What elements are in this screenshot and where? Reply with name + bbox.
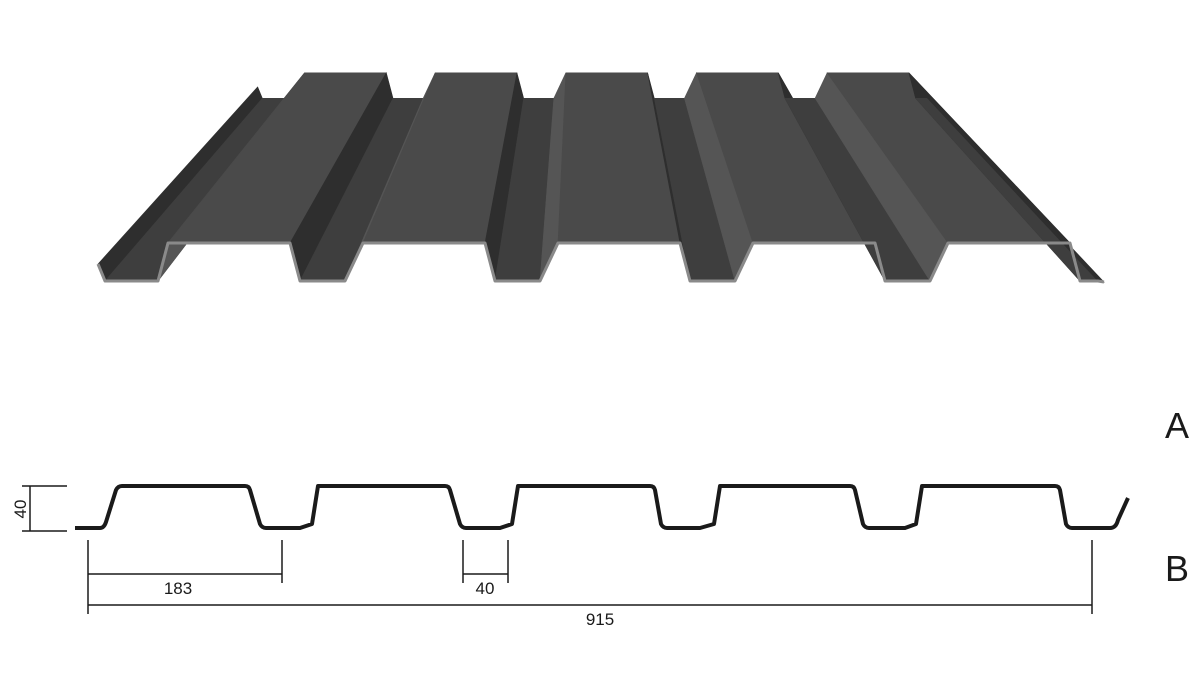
rib-pitch-label: 183: [164, 579, 192, 598]
cover-width-dimension: [88, 540, 1093, 614]
rib-pitch-dimension: [87, 540, 283, 614]
cover-width-label: 915: [586, 610, 614, 629]
valley-width-dimension: [462, 540, 509, 583]
valley-width-label: 40: [476, 579, 495, 598]
profile-outline: [75, 484, 1130, 530]
sheet-front-edge: [96, 241, 1105, 284]
label-a: A: [1165, 405, 1190, 446]
sheet-3d-render: [96, 72, 1105, 284]
height-dimension-label: 40: [11, 500, 30, 519]
label-b: B: [1165, 548, 1190, 589]
height-dimension: [22, 485, 67, 532]
